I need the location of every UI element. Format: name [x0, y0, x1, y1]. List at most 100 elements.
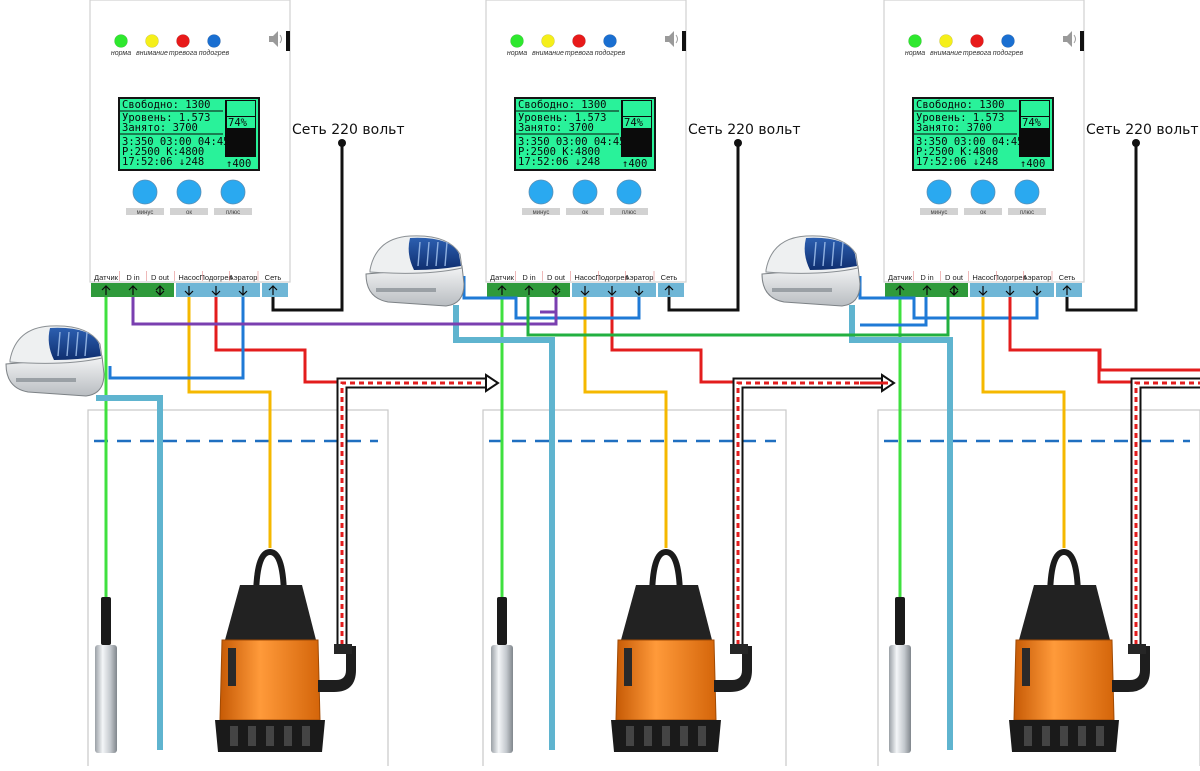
air-tube	[849, 305, 953, 750]
speaker-icon	[1063, 31, 1084, 51]
aerator-compressor	[365, 235, 465, 307]
control-button-2	[176, 179, 202, 205]
terminal-label: Сеть	[265, 273, 282, 282]
button-label: плюс	[1020, 210, 1034, 216]
terminal-label: D in	[522, 273, 535, 282]
lcd-level: Уровень: 1.573	[122, 112, 211, 124]
lcd-gauge-bottom: ↑400	[622, 158, 647, 170]
control-button-3	[616, 179, 642, 205]
lcd-clock: 17:52:06 ↓248	[518, 156, 600, 168]
terminal-arrow-up	[128, 285, 138, 295]
lcd-free: Свободно: 1300	[122, 99, 211, 111]
terminal-label: Аэратор	[1023, 273, 1052, 282]
network-cable	[667, 143, 740, 312]
control-button-2	[572, 179, 598, 205]
lcd-gauge-bottom: ↑400	[1020, 158, 1045, 170]
aerator-wire	[858, 276, 1039, 320]
terminal-block-power	[1056, 283, 1082, 297]
lcd-pr: Р:2500 К:4800	[916, 146, 998, 158]
control-button-1	[926, 179, 952, 205]
control-button-3	[220, 179, 246, 205]
din-link-1-2	[131, 297, 558, 326]
pump-outlet-elbow	[714, 646, 752, 692]
aerator-body	[5, 355, 105, 397]
discharge-pipe	[336, 373, 500, 645]
indicator-label: тревога	[565, 50, 593, 57]
terminal-arrow-down	[211, 286, 221, 296]
pump-handle	[1047, 548, 1081, 601]
lcd-occupied: Занято: 3700	[122, 122, 198, 134]
indicator-label: норма	[905, 50, 925, 57]
indicator-label: тревога	[169, 50, 197, 57]
terminal-block-outputs	[970, 283, 1054, 297]
pump-motor-top	[621, 585, 712, 640]
indicator-led-1	[114, 34, 128, 48]
aerator-compressor	[761, 235, 861, 307]
terminal-arrow-up	[497, 285, 507, 295]
terminal-label: D out	[547, 273, 566, 282]
terminal-label: Насос	[972, 273, 994, 282]
indicator-label: тревога	[963, 50, 991, 57]
lcd-times: З:350 03:00 04:45	[518, 136, 625, 148]
terminal-arrow-up	[1062, 285, 1072, 295]
aerator-compressor	[5, 325, 105, 397]
heater-wire	[610, 297, 736, 384]
terminal-label: Подогрев	[595, 273, 628, 282]
terminal-arrow-down	[551, 286, 561, 296]
terminal-label: D out	[151, 273, 170, 282]
terminal-arrow-down	[978, 286, 988, 296]
control-button-2	[970, 179, 996, 205]
terminal-label: Датчик	[490, 273, 515, 282]
terminal-block-outputs	[572, 283, 656, 297]
network-plug	[734, 139, 742, 147]
lcd-level: Уровень: 1.573	[518, 112, 607, 124]
pump-handle	[649, 548, 683, 601]
lcd-pr: Р:2500 К:4800	[122, 146, 204, 158]
lcd-gauge-fill	[227, 101, 255, 116]
submersible-pump	[611, 548, 752, 752]
terminal-label: Аэратор	[229, 273, 258, 282]
terminal-label: Сеть	[1059, 273, 1076, 282]
terminal-label: D out	[945, 273, 964, 282]
dout-link-2-3	[526, 297, 950, 337]
network-plug	[338, 139, 346, 147]
heater-wire	[214, 297, 340, 384]
discharge-arrow-icon	[485, 373, 500, 393]
terminal-block-power	[262, 283, 288, 297]
discharge-pipe	[1130, 377, 1200, 645]
terminal-arrow-up	[268, 285, 278, 295]
terminal-arrow-down	[238, 286, 248, 296]
indicator-led-4	[603, 34, 617, 48]
heater-wire-3	[1008, 297, 1200, 372]
terminal-label: Насос	[574, 273, 596, 282]
indicator-label: подогрев	[595, 49, 626, 57]
interconnect-wires	[131, 297, 1200, 385]
lcd-gauge-percent: 74%	[228, 117, 248, 129]
terminal-arrow-down	[1032, 286, 1042, 296]
indicator-led-3	[970, 34, 984, 48]
button-label: минус	[931, 210, 948, 216]
lcd-gauge-percent: 74%	[624, 117, 644, 129]
aerator-wire	[462, 276, 641, 320]
pump-handle	[253, 548, 287, 601]
terminal-label: Насос	[178, 273, 200, 282]
air-tube	[96, 395, 163, 750]
aerator-cover	[48, 327, 101, 360]
pump-wire	[583, 297, 668, 548]
indicator-label: внимание	[930, 50, 962, 57]
lcd-free: Свободно: 1300	[916, 99, 1005, 111]
button-label: ок	[980, 210, 986, 216]
network-plug	[1132, 139, 1140, 147]
network-cable	[271, 143, 344, 312]
terminal-label: Подогрев	[199, 273, 232, 282]
lcd-occupied: Занято: 3700	[518, 122, 594, 134]
lcd-clock: 17:52:06 ↓248	[916, 156, 998, 168]
level-sensor-probe	[95, 645, 117, 753]
terminal-arrow-up	[922, 285, 932, 295]
aerator-body	[761, 265, 861, 307]
terminal-arrow-up	[664, 285, 674, 295]
